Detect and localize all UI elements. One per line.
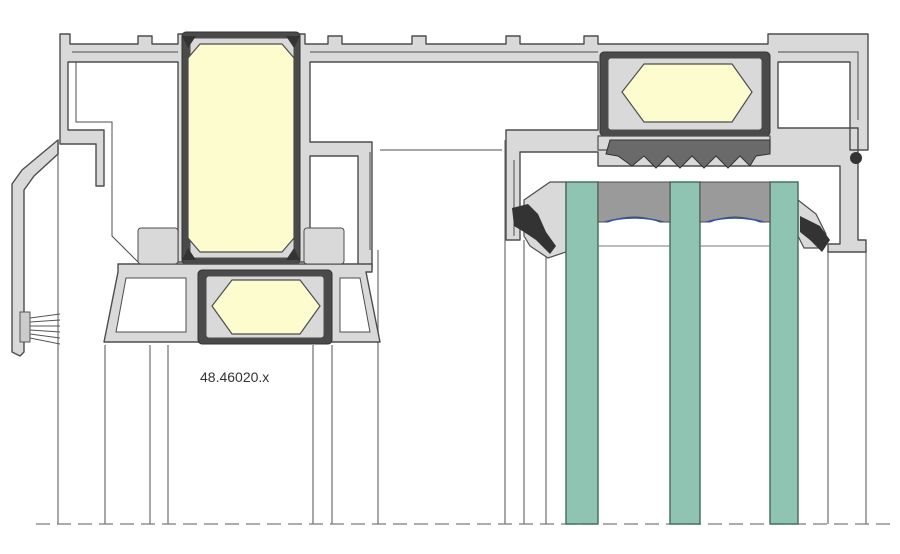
glazing-gasket-right xyxy=(800,216,830,252)
corner-seal xyxy=(850,152,862,164)
glazing-gasket-left xyxy=(512,204,556,254)
glass-pane-outer xyxy=(565,181,599,525)
glass-spacers xyxy=(597,181,771,247)
glass-pane-inner xyxy=(769,181,799,525)
sash-inner-lines xyxy=(115,227,371,333)
outline-lines xyxy=(57,140,867,524)
part-number-label: 48.46020.x xyxy=(200,369,269,385)
glazing-gasket xyxy=(605,139,771,169)
left-thermal-break-upper xyxy=(181,31,301,265)
brush-seal xyxy=(19,311,61,345)
left-thermal-break-lower xyxy=(197,269,333,345)
right-thermal-break xyxy=(599,51,771,137)
left-cover-profile xyxy=(11,139,59,357)
glass-pane-middle xyxy=(669,181,701,525)
glass-panes xyxy=(565,181,799,525)
frame-inner-lines xyxy=(72,51,859,263)
